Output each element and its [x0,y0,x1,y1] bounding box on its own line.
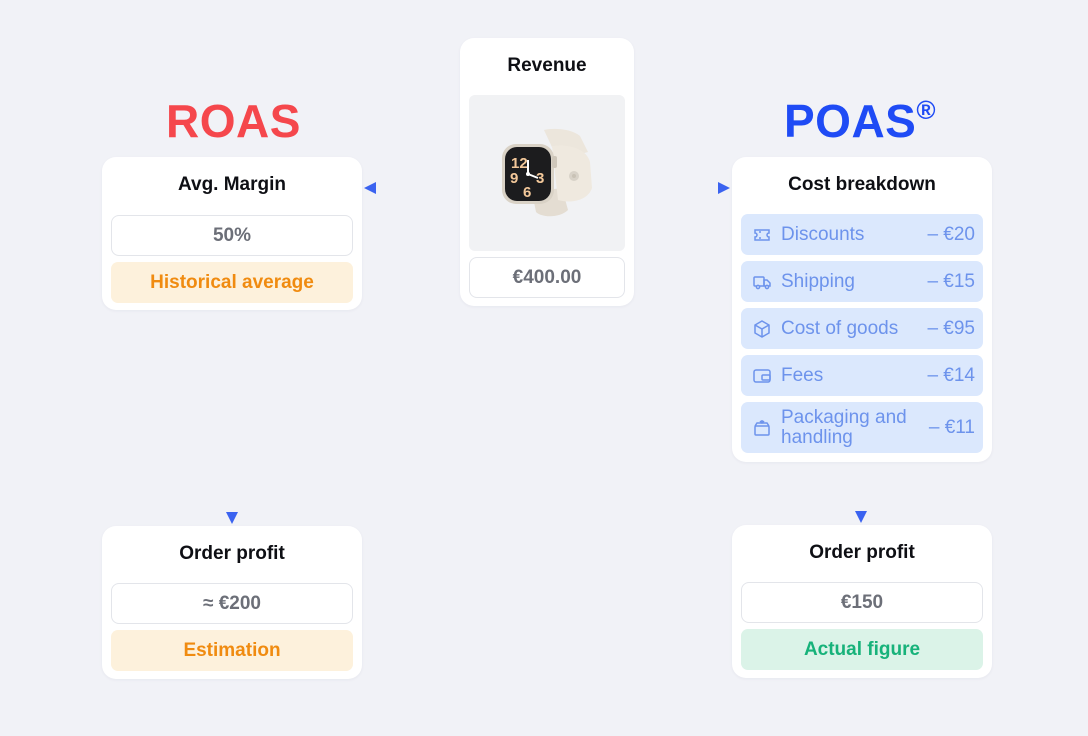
roas-heading-text: ROAS [166,95,301,147]
poas-order-profit-title: Order profit [809,542,915,563]
roas-order-profit-card: Order profit ≈ €200 Estimation [102,526,362,679]
cost-amount: – €95 [927,317,975,339]
revenue-value: €400.00 [469,257,625,298]
cost-row-packaging: Packaging and handling – €11 [741,402,983,453]
revenue-card: Revenue 12 9 3 6 €400.00 [460,38,634,306]
svg-text:3: 3 [536,170,544,187]
cost-row-fees: Fees – €14 [741,355,983,396]
cost-label: Cost of goods [781,317,899,339]
poas-order-profit-card: Order profit €150 Actual figure [732,525,992,678]
cost-breakdown-card: Cost breakdown Discounts – €20 Shipping … [732,157,992,462]
svg-text:12: 12 [511,155,528,172]
arrowhead-left [364,182,376,194]
roas-heading: ROAS [166,94,301,148]
cost-amount: – €15 [927,270,975,292]
arrowhead-down-left [226,512,238,524]
cost-list: Discounts – €20 Shipping – €15 Cost of g… [741,214,983,459]
revenue-title: Revenue [507,55,587,76]
gift-box-icon [754,419,770,436]
roas-order-profit-value: ≈ €200 [111,583,353,624]
arrowhead-down-right [855,511,867,523]
cost-amount: – €20 [927,223,975,245]
avg-margin-value: 50% [111,215,353,256]
roas-order-profit-title: Order profit [179,543,285,564]
box-icon [754,319,770,338]
card-icon [753,368,771,383]
cost-label: Shipping [781,270,855,292]
avg-margin-title: Avg. Margin [177,174,287,195]
cost-label: Discounts [781,223,865,245]
cost-row-shipping: Shipping – €15 [741,261,983,302]
actual-figure-tag: Actual figure [741,629,983,670]
cost-row-discounts: Discounts – €20 [741,214,983,255]
ticket-icon [754,228,770,241]
arrowhead-right [718,182,730,194]
cost-row-cost-of-goods: Cost of goods – €95 [741,308,983,349]
cost-breakdown-title: Cost breakdown [788,174,936,195]
poas-order-profit-value: €150 [741,582,983,623]
cost-label: Fees [781,364,824,386]
estimation-tag: Estimation [111,630,353,671]
historical-average-tag: Historical average [111,262,353,303]
svg-text:6: 6 [523,184,531,201]
cost-label: Packaging and handling [781,406,907,448]
truck-icon [753,275,771,289]
smartwatch-icon: 12 9 3 6 [502,128,592,217]
poas-heading: POAS® [784,94,936,148]
avg-margin-card: Avg. Margin 50% Historical average [102,157,362,310]
cost-amount: – €11 [928,416,975,438]
poas-heading-text: POAS [784,95,917,147]
cost-amount: – €14 [927,364,975,386]
registered-mark: ® [916,94,937,125]
svg-text:9: 9 [510,170,518,187]
product-image: 12 9 3 6 [469,95,625,251]
